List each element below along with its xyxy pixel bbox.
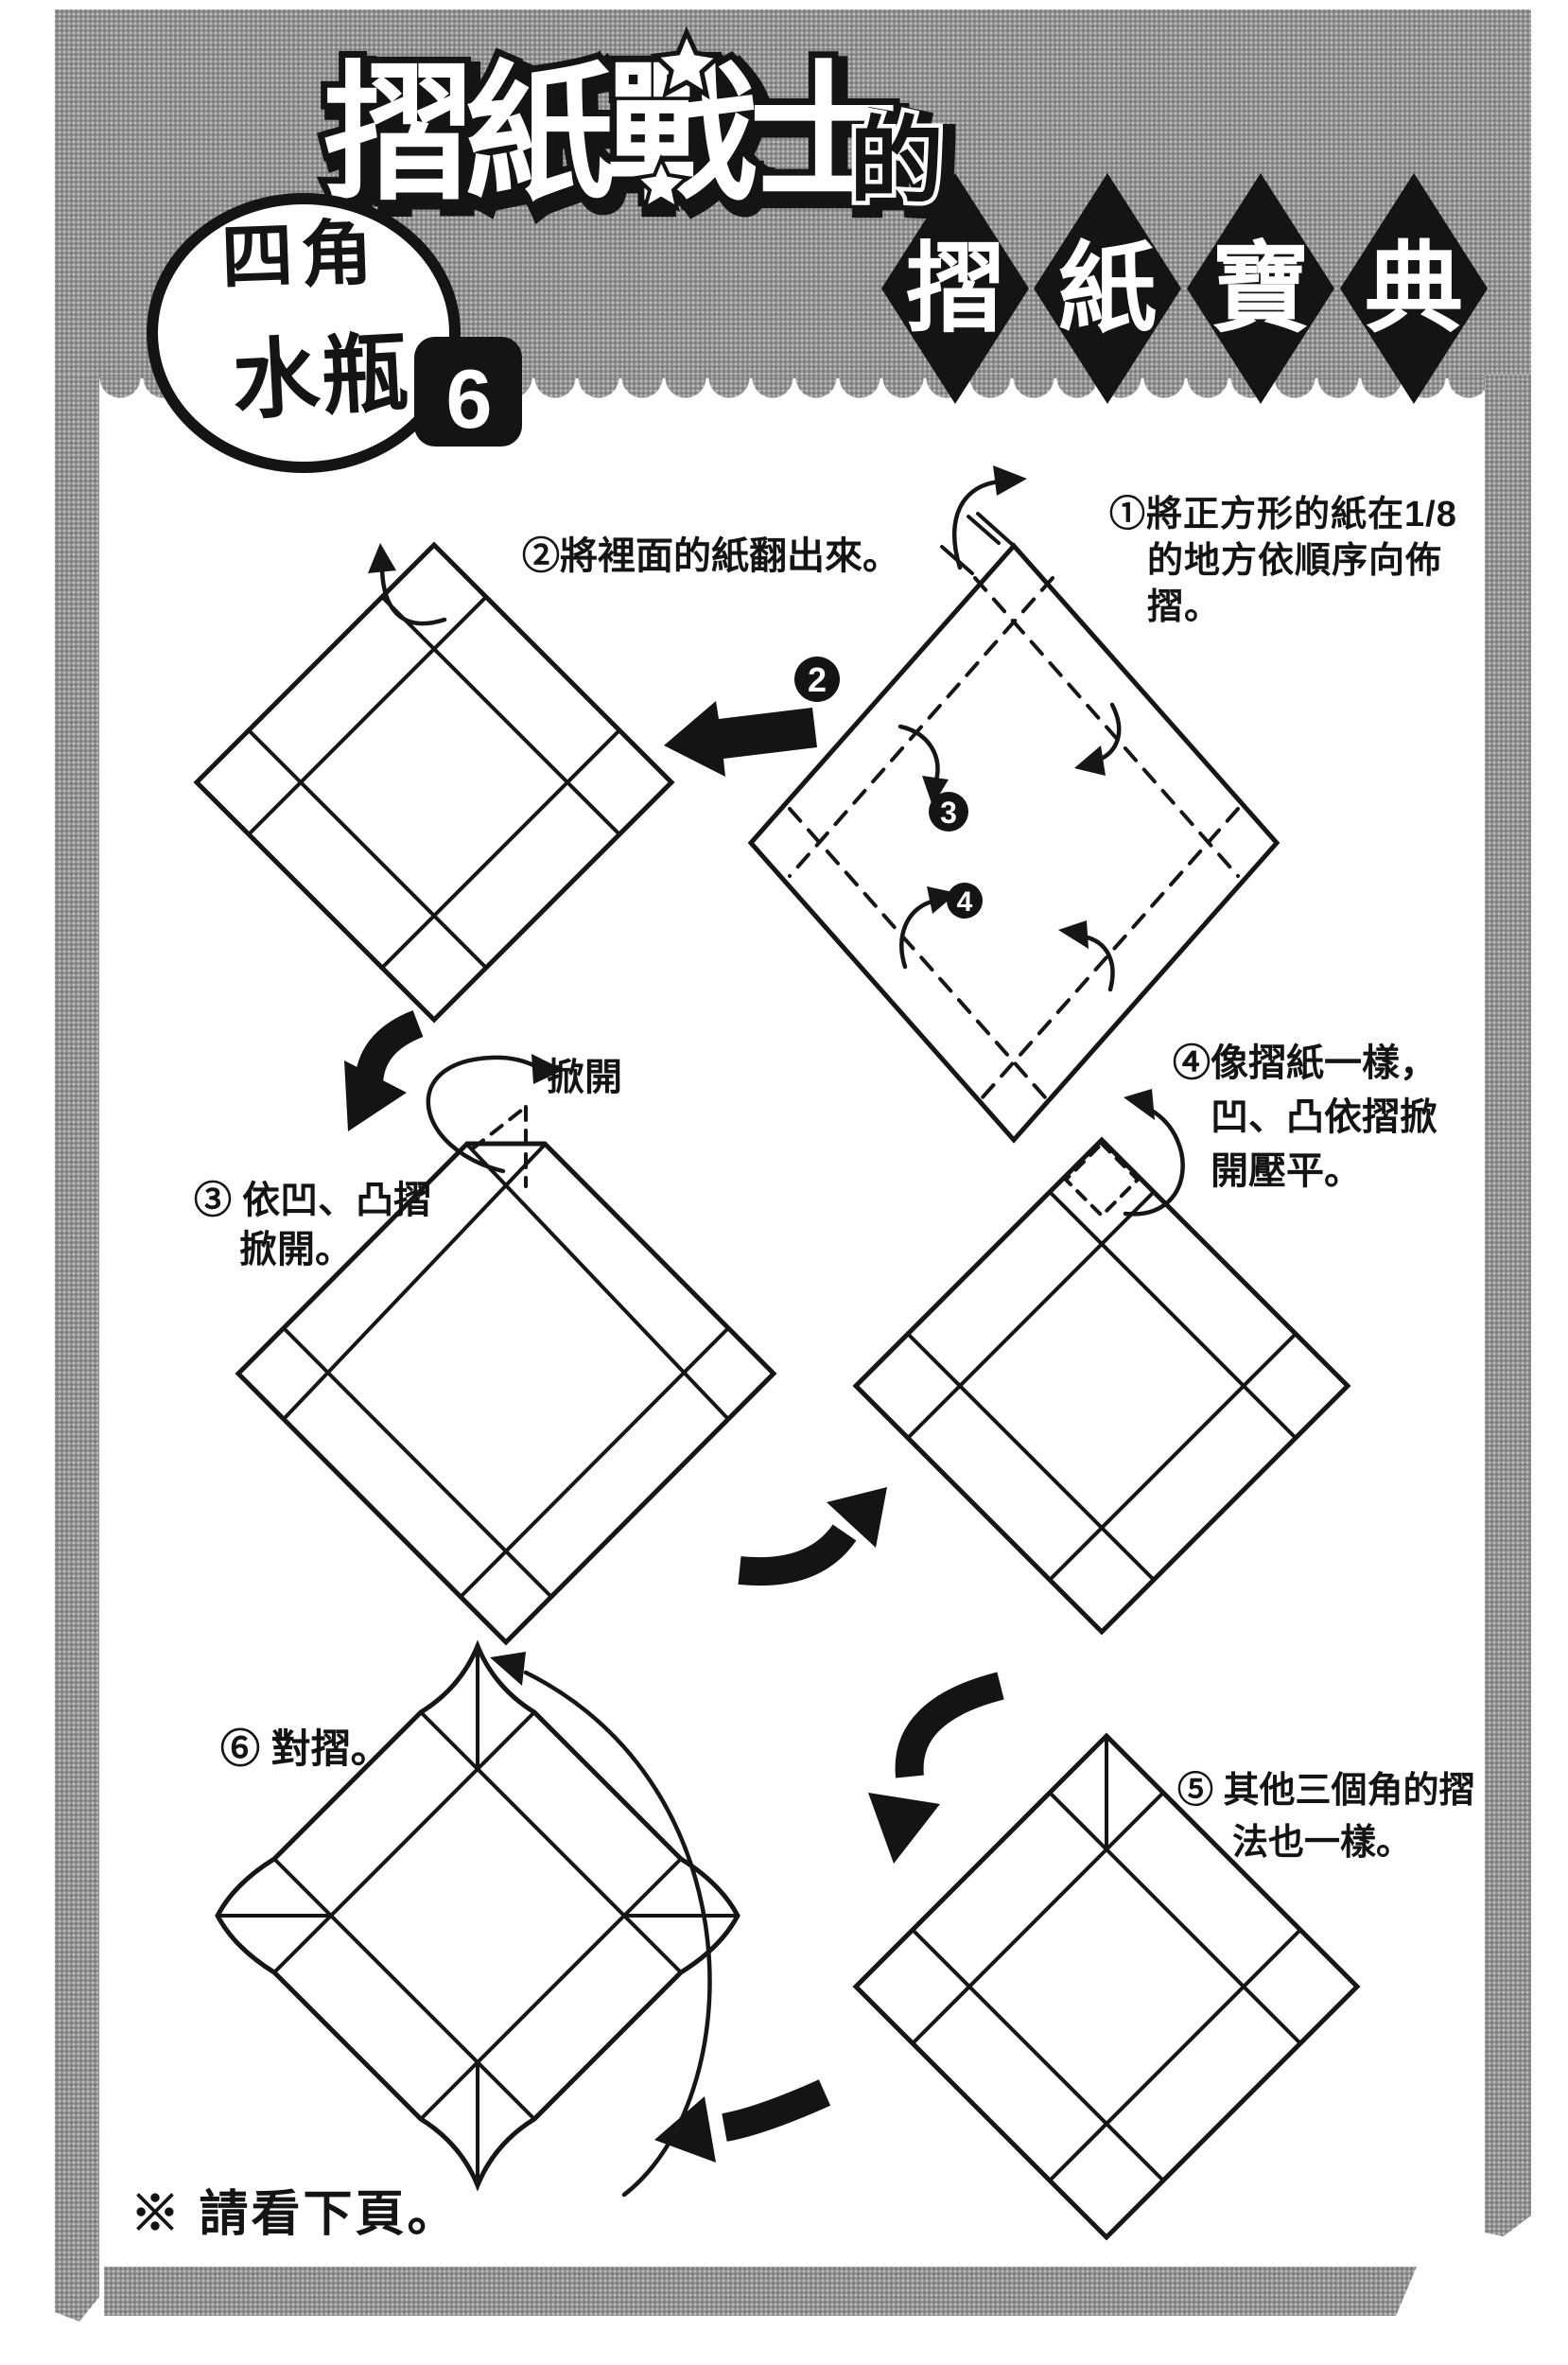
logo-text: 摺紙戰士 xyxy=(323,51,894,218)
step3-diagram xyxy=(235,1054,777,1646)
press-arrow-curve xyxy=(1123,1108,1185,1217)
fold-in-half-arrowhead xyxy=(490,1652,526,1686)
step4-instruction: ④像摺紙一樣， 凹、凸依摺掀 開壓平。 xyxy=(1173,1037,1437,1199)
step5-instruction: ⑤ 其他三個角的摺 法也一樣。 xyxy=(1177,1765,1475,1869)
open-arrow-curve xyxy=(426,1055,538,1174)
fold-in-half-arc xyxy=(523,1670,712,2198)
step6-instruction: ⑥ 對摺。 xyxy=(220,1726,391,1773)
step3-line2: 掀開。 xyxy=(239,1229,353,1270)
big-arrow-step5-to-step6 xyxy=(654,2079,831,2163)
title-diamond xyxy=(1340,173,1488,404)
marker-circle xyxy=(794,657,840,702)
step2-diagram xyxy=(193,541,675,1024)
marker-3: 3 xyxy=(940,796,957,830)
step5-line1: ⑤ 其他三個角的摺 xyxy=(1177,1771,1475,1811)
right-margin-strip xyxy=(1485,375,1531,2236)
badge-number-box xyxy=(414,337,522,447)
sparkle-icon xyxy=(632,154,691,213)
eighth-fold-tick xyxy=(967,515,1001,545)
flip-arrowhead xyxy=(368,543,396,573)
fold-arrowhead xyxy=(993,465,1027,496)
step3-line1: ③ 依凹、凸摺 xyxy=(194,1180,432,1221)
big-arrow-step2-to-step3 xyxy=(344,1010,424,1131)
logo-suffix-outline: 的 xyxy=(849,109,944,215)
step2-instruction: ②將裡面的紙翻出來。 xyxy=(522,533,900,580)
flip-arrow-curve xyxy=(379,565,447,626)
press-arrowhead xyxy=(1124,1089,1155,1120)
step5-diagram xyxy=(852,1732,1361,2241)
step5-line2: 法也一樣。 xyxy=(1232,1823,1413,1863)
badge-ellipse xyxy=(147,193,461,473)
see-next-page-note: ※ 請看下頁。 xyxy=(131,2187,460,2242)
badge-number: 6 xyxy=(446,352,493,446)
title-diamond xyxy=(881,173,1029,404)
model-badge: 四角 水瓶 6 xyxy=(147,193,522,473)
step1-instruction: ①將正方形的紙在1/8 的地方依順序向佈 摺。 xyxy=(1109,492,1457,631)
step1-line1: ①將正方形的紙在1/8 xyxy=(1109,495,1457,534)
sparkle-icon xyxy=(650,26,724,100)
step4-diagram xyxy=(852,1089,1351,1636)
title-diamond xyxy=(1034,173,1181,404)
fold-arrow-curve xyxy=(951,479,1003,570)
fold-arrowhead xyxy=(1074,745,1106,776)
title-char: 寶 xyxy=(1211,236,1310,344)
logo-origami-warrior: 摺紙戰士 摺紙戰士 摺紙戰士 的 的 的 xyxy=(317,26,961,235)
step6-line1: ⑥ 對摺。 xyxy=(220,1726,391,1771)
series-title-diamonds: 摺 紙 寶 典 xyxy=(881,173,1488,404)
fold-arrowhead xyxy=(922,776,949,806)
badge-line2: 水瓶 xyxy=(230,324,412,430)
marker-circle xyxy=(947,883,983,919)
bottom-margin-bar xyxy=(104,2267,1417,2316)
marker-2: 2 xyxy=(808,660,827,699)
logo-suffix-text: 的 xyxy=(849,109,944,215)
step4-line3: 開壓平。 xyxy=(1211,1150,1362,1192)
step6-diagram xyxy=(215,1639,740,2198)
title-diamond xyxy=(1187,173,1334,404)
fold-arrowhead xyxy=(1058,920,1089,949)
marker-circle xyxy=(929,792,968,832)
step2-line1: ②將裡面的紙翻出來。 xyxy=(522,535,900,577)
big-arrow-step4-to-step5 xyxy=(868,1672,1004,1864)
title-char: 摺 xyxy=(906,236,1004,344)
open-arrowhead xyxy=(531,1054,564,1084)
step1-diagram xyxy=(747,465,1281,1144)
badge-line1: 四角 xyxy=(220,213,382,299)
step3-instruction: ③ 依凹、凸摺 掀開。 xyxy=(194,1176,431,1274)
big-arrow-step3-to-step4 xyxy=(738,1487,887,1586)
title-char: 典 xyxy=(1365,236,1463,344)
logo-outline-text: 摺紙戰士 xyxy=(323,51,894,218)
step4-line1: ④像摺紙一樣， xyxy=(1173,1042,1437,1084)
step1-line2: 的地方依順序向佈 xyxy=(1147,541,1443,581)
left-margin-strip xyxy=(55,375,99,2321)
step1-sequence-markers: 2 3 4 xyxy=(794,657,983,919)
big-arrow-step1-to-step2 xyxy=(664,701,817,777)
marker-4: 4 xyxy=(957,886,973,918)
logo-shadow-text: 摺紙戰士 xyxy=(330,59,900,225)
flip-open-label: 掀開 xyxy=(547,1057,622,1098)
step4-line2: 凹、凸依摺掀 xyxy=(1211,1096,1437,1138)
title-char: 紙 xyxy=(1058,236,1157,344)
step1-line3: 摺。 xyxy=(1147,587,1222,627)
